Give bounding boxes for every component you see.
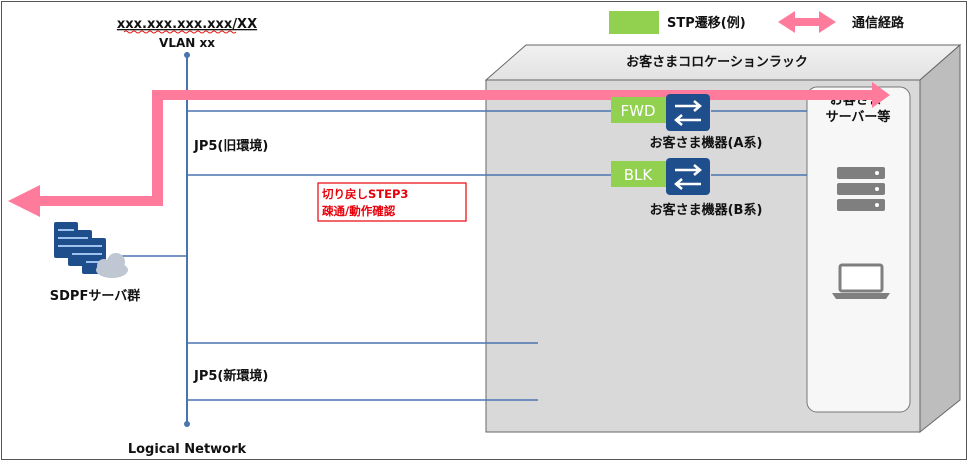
communication-route-arrow	[8, 82, 890, 217]
new-environment-label: JP5(新環境)	[193, 368, 268, 384]
legend-stp-label: STP遷移(例)	[667, 15, 746, 31]
vlan-label: VLAN xx	[159, 36, 215, 50]
device-a-label: お客さま機器(A系)	[650, 135, 763, 151]
spellcheck-underline	[123, 30, 237, 34]
legend-stp-swatch	[609, 11, 659, 34]
stp-tag-fwd	[611, 97, 666, 123]
network-top-node	[184, 52, 190, 58]
switch-icon	[666, 158, 710, 195]
stp-tag-fwd-text: FWD	[620, 102, 655, 120]
laptop-icon	[832, 263, 890, 299]
device-b-label: お客さま機器(B系)	[650, 202, 763, 218]
customer-server-box	[806, 86, 911, 413]
legend-route-label: 通信経路	[852, 15, 905, 31]
switch-icon	[666, 94, 710, 131]
logical-network-caption: Logical Network	[128, 442, 247, 457]
cloud-server-icon	[54, 222, 128, 278]
legend-route-arrow	[778, 11, 836, 33]
step-note-line1: 切り戻しSTEP3	[322, 187, 408, 201]
step-note-line2: 疎通/動作確認	[322, 204, 396, 218]
network-bottom-node	[184, 421, 190, 427]
network-links	[118, 110, 807, 401]
rack-title: お客さまコロケーションラック	[626, 54, 808, 70]
old-environment-label: JP5(旧環境)	[193, 138, 268, 154]
step-note-box	[317, 182, 467, 222]
sdpf-label: SDPFサーバ群	[50, 288, 140, 304]
stp-tag-blk-text: BLK	[624, 166, 654, 184]
network-address: xxx.xxx.xxx.xxx/XX	[117, 17, 257, 32]
stp-tag-blk	[611, 161, 666, 187]
server-stack-icon	[837, 167, 885, 211]
